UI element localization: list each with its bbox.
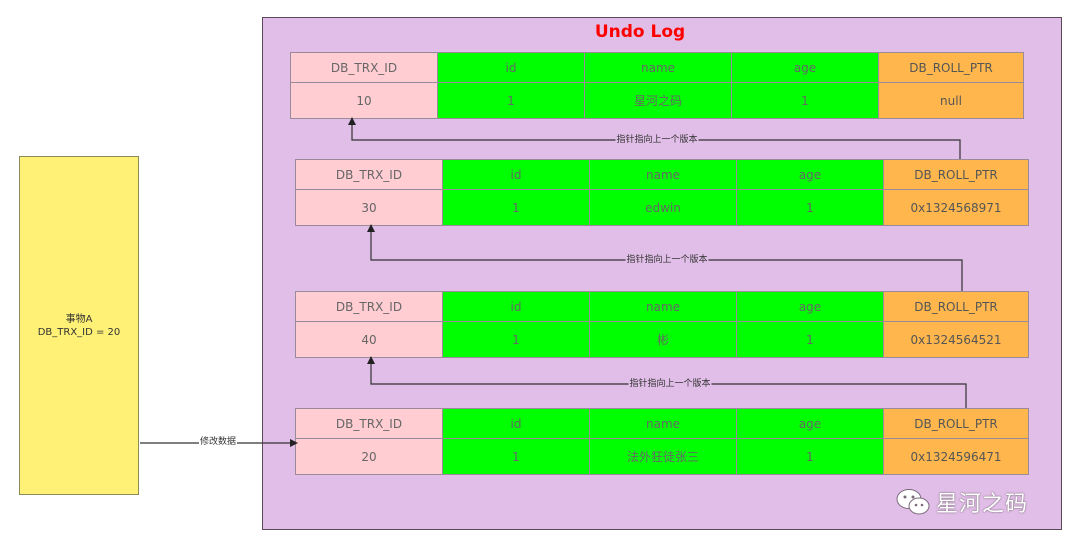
value-db-roll-ptr: 0x1324596471 — [883, 438, 1029, 475]
value-db-trx-id: 10 — [290, 82, 438, 119]
value-id: 1 — [442, 438, 590, 475]
undo-record-2: DB_TRX_ID id name age DB_ROLL_PTR 40 1 彬… — [295, 291, 1029, 358]
header-db-trx-id: DB_TRX_ID — [290, 52, 438, 83]
header-name: name — [584, 52, 732, 83]
watermark-text: 星河之码 — [936, 492, 1029, 517]
undo-record-1: DB_TRX_ID id name age DB_ROLL_PTR 30 1 e… — [295, 159, 1029, 226]
value-db-trx-id: 30 — [295, 189, 443, 226]
value-name: 星河之码 — [584, 82, 732, 119]
value-db-trx-id: 40 — [295, 321, 443, 358]
value-id: 1 — [442, 321, 590, 358]
value-db-roll-ptr: 0x1324568971 — [883, 189, 1029, 226]
modify-data-label: 修改数据 — [198, 437, 238, 448]
value-name: 彬 — [589, 321, 737, 358]
value-name: 法外狂徒张三 — [589, 438, 737, 475]
header-age: age — [731, 52, 879, 83]
header-id: id — [437, 52, 585, 83]
transaction-name: 事物A — [65, 313, 93, 325]
value-id: 1 — [442, 189, 590, 226]
value-db-roll-ptr: 0x1324564521 — [883, 321, 1029, 358]
transaction-a-box: 事物A DB_TRX_ID = 20 — [19, 156, 139, 495]
value-age: 1 — [736, 189, 884, 226]
transaction-trx-id: DB_TRX_ID = 20 — [37, 326, 121, 338]
header-db-trx-id: DB_TRX_ID — [295, 408, 443, 439]
value-db-trx-id: 20 — [295, 438, 443, 475]
header-name: name — [589, 408, 737, 439]
header-db-trx-id: DB_TRX_ID — [295, 159, 443, 190]
pointer-label-1: 指针指向上一个版本 — [615, 135, 699, 146]
value-name: edwin — [589, 189, 737, 226]
header-id: id — [442, 408, 590, 439]
undo-log-title: Undo Log — [594, 22, 686, 42]
value-id: 1 — [437, 82, 585, 119]
value-age: 1 — [736, 438, 884, 475]
value-age: 1 — [736, 321, 884, 358]
pointer-label-3: 指针指向上一个版本 — [628, 379, 712, 390]
wechat-icon — [896, 489, 930, 515]
header-db-roll-ptr: DB_ROLL_PTR — [878, 52, 1024, 83]
value-age: 1 — [731, 82, 879, 119]
undo-record-3: DB_TRX_ID id name age DB_ROLL_PTR 20 1 法… — [295, 408, 1029, 475]
header-name: name — [589, 159, 737, 190]
pointer-label-2: 指针指向上一个版本 — [625, 255, 709, 266]
value-db-roll-ptr: null — [878, 82, 1024, 119]
watermark: 星河之码 — [896, 486, 1028, 518]
undo-record-0: DB_TRX_ID id name age DB_ROLL_PTR 10 1 星… — [290, 52, 1024, 119]
